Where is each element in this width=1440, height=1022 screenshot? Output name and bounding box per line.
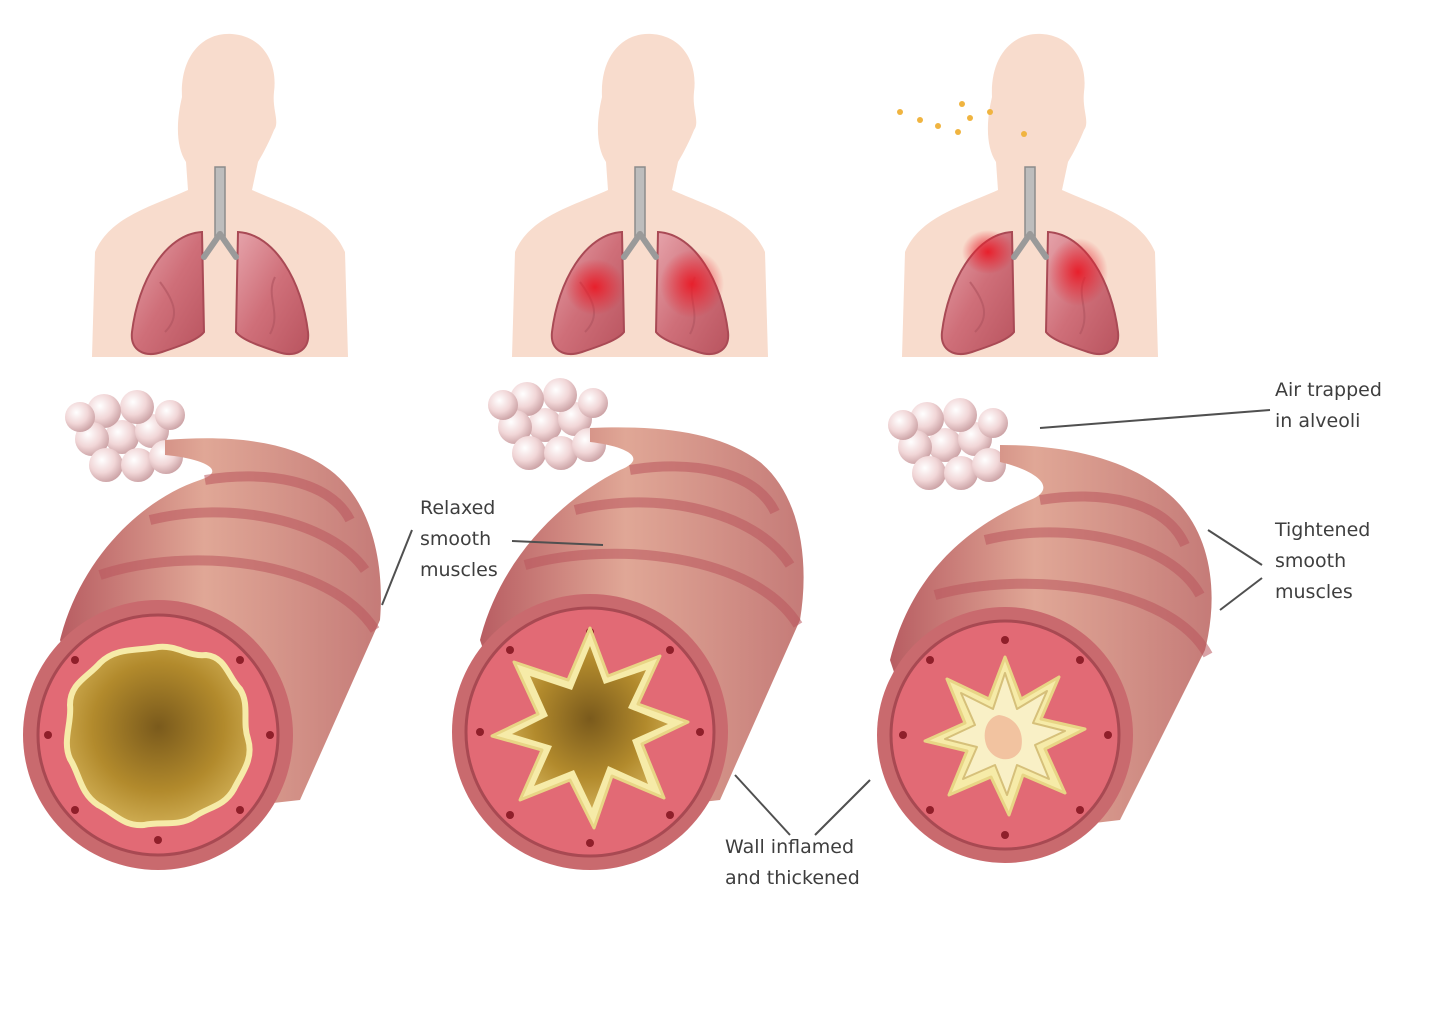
leader-tightened-bottom [1219,577,1263,611]
label-wall-inflamed-and-thickened: Wall inflamed and thickened [725,832,860,894]
label-line: Air trapped [1275,379,1382,401]
leader-tightened-top [1207,529,1263,566]
leader-lines [381,409,1271,836]
label-line: smooth [420,528,492,550]
inflammation-spot [1048,238,1108,306]
airborne-particles-icon [897,101,1027,137]
label-line: muscles [1275,581,1353,603]
inflammation-spot [565,259,625,315]
label-line: Tightened [1275,519,1371,541]
airway-lumen-open [67,647,250,825]
leader-wall-right [814,779,871,836]
label-line: in alveoli [1275,410,1361,432]
person-inflamed-icon [512,34,768,357]
label-line: smooth [1275,550,1347,572]
alveoli-cluster-icon [888,398,1008,490]
leader-relaxed-left [381,529,413,606]
inflammation-spot [962,230,1014,274]
label-air-trapped-in-alveoli: Air trapped in alveoli [1275,375,1382,437]
label-line: Relaxed [420,497,496,519]
airway-relaxed [23,390,381,870]
inflammation-spot [660,250,724,318]
label-line: muscles [420,559,498,581]
alveoli-cluster-icon [488,378,608,470]
label-relaxed-smooth-muscles: Relaxed smooth muscles [420,493,498,586]
alveoli-cluster-icon [65,390,185,482]
label-line: Wall inflamed [725,836,855,858]
leader-relaxed-right [511,540,604,546]
airway-inflamed [452,378,804,870]
label-tightened-smooth-muscles: Tightened smooth muscles [1275,515,1370,608]
label-line: and thickened [725,867,860,889]
airway-asthma-attack [877,398,1213,863]
leader-air-trapped [1039,409,1271,429]
person-normal-icon [92,34,348,357]
person-asthma-attack-icon [897,34,1158,357]
leader-wall-left [734,774,791,836]
